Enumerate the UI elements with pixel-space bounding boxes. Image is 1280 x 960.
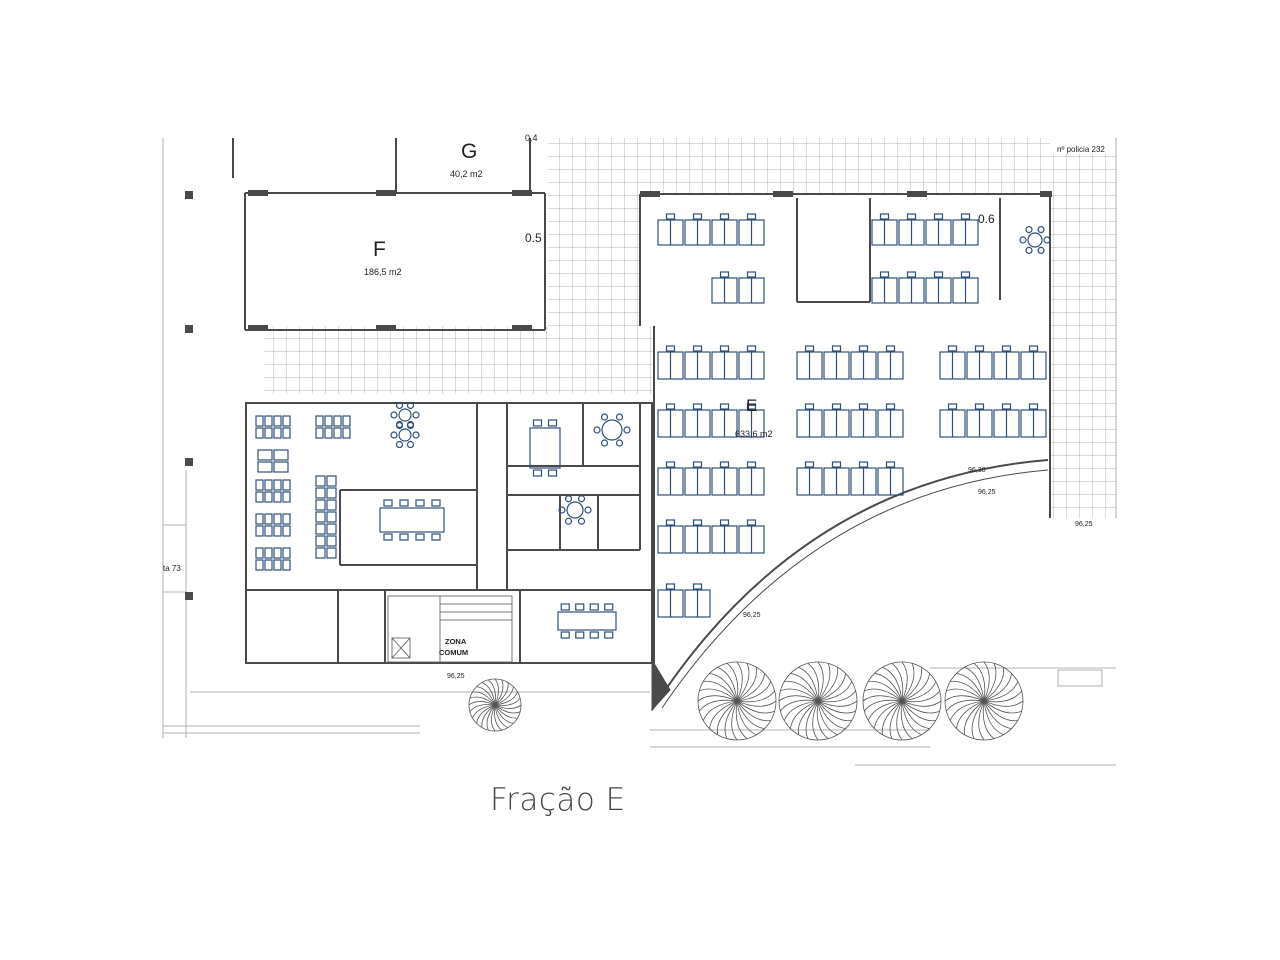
curved-facade <box>651 459 1049 712</box>
elevation-4: 96,25 <box>1075 521 1093 528</box>
desk-cluster <box>796 461 904 496</box>
desk-grid <box>255 513 291 537</box>
plan-caption: Fração E <box>490 782 626 818</box>
round-table <box>390 421 420 449</box>
room-e-area: 633,6 m2 <box>735 429 773 439</box>
desk-cluster <box>871 213 979 246</box>
room-g-area: 40,2 m2 <box>450 169 483 179</box>
zona-comum-line1: ZONA <box>445 637 467 646</box>
zona-comum-line2: COMUM <box>439 648 468 657</box>
meeting-table <box>557 603 617 639</box>
desk-grid <box>255 479 291 503</box>
desk-cluster <box>657 213 765 246</box>
desk-cluster <box>657 519 765 554</box>
round-table <box>593 413 631 447</box>
desk-cluster <box>796 345 904 380</box>
columns <box>185 190 1052 600</box>
elevation-1: 96,25 <box>447 673 465 680</box>
room-g-label: G <box>461 140 477 163</box>
desk-grid <box>315 475 337 559</box>
level-05: 0.5 <box>525 231 542 245</box>
tree <box>944 661 1024 741</box>
desk-cluster <box>939 345 1047 380</box>
desk-grid <box>255 415 291 439</box>
desk-grid <box>315 415 351 439</box>
round-table <box>390 401 420 429</box>
site-lines <box>162 138 1117 766</box>
desk-cluster <box>657 403 765 438</box>
round-table <box>558 495 592 525</box>
level-06: 0.6 <box>978 212 995 226</box>
tree <box>697 661 777 741</box>
tree <box>468 678 522 732</box>
desk-grid <box>257 449 289 473</box>
room-f-area: 186,5 m2 <box>364 267 402 277</box>
desk-cluster <box>796 403 904 438</box>
round-table <box>1019 226 1051 254</box>
meeting-table <box>529 419 561 477</box>
desk-cluster <box>871 271 979 304</box>
elevation-5: 96,30 <box>968 467 986 474</box>
street-number-left: ta 73 <box>163 564 181 573</box>
meeting-table <box>379 499 445 541</box>
desk-cluster <box>657 583 711 618</box>
desk-cluster <box>939 403 1047 438</box>
level-04: 0.4 <box>525 133 538 143</box>
terrace-tiles <box>264 138 1116 518</box>
walls <box>232 138 1051 690</box>
policia-number: nº policia 232 <box>1057 145 1105 154</box>
elevation-3: 96,25 <box>978 489 996 496</box>
workstations <box>255 213 1051 639</box>
elevation-2: 96,25 <box>743 612 761 619</box>
trees <box>468 661 1024 741</box>
tree <box>862 661 942 741</box>
room-f-label: F <box>373 238 386 261</box>
desk-cluster <box>711 271 765 304</box>
stairs <box>387 595 513 663</box>
tree <box>778 661 858 741</box>
desk-cluster <box>657 461 765 496</box>
desk-cluster <box>657 345 765 380</box>
desk-grid <box>255 547 291 571</box>
room-e-label: E <box>746 396 757 415</box>
